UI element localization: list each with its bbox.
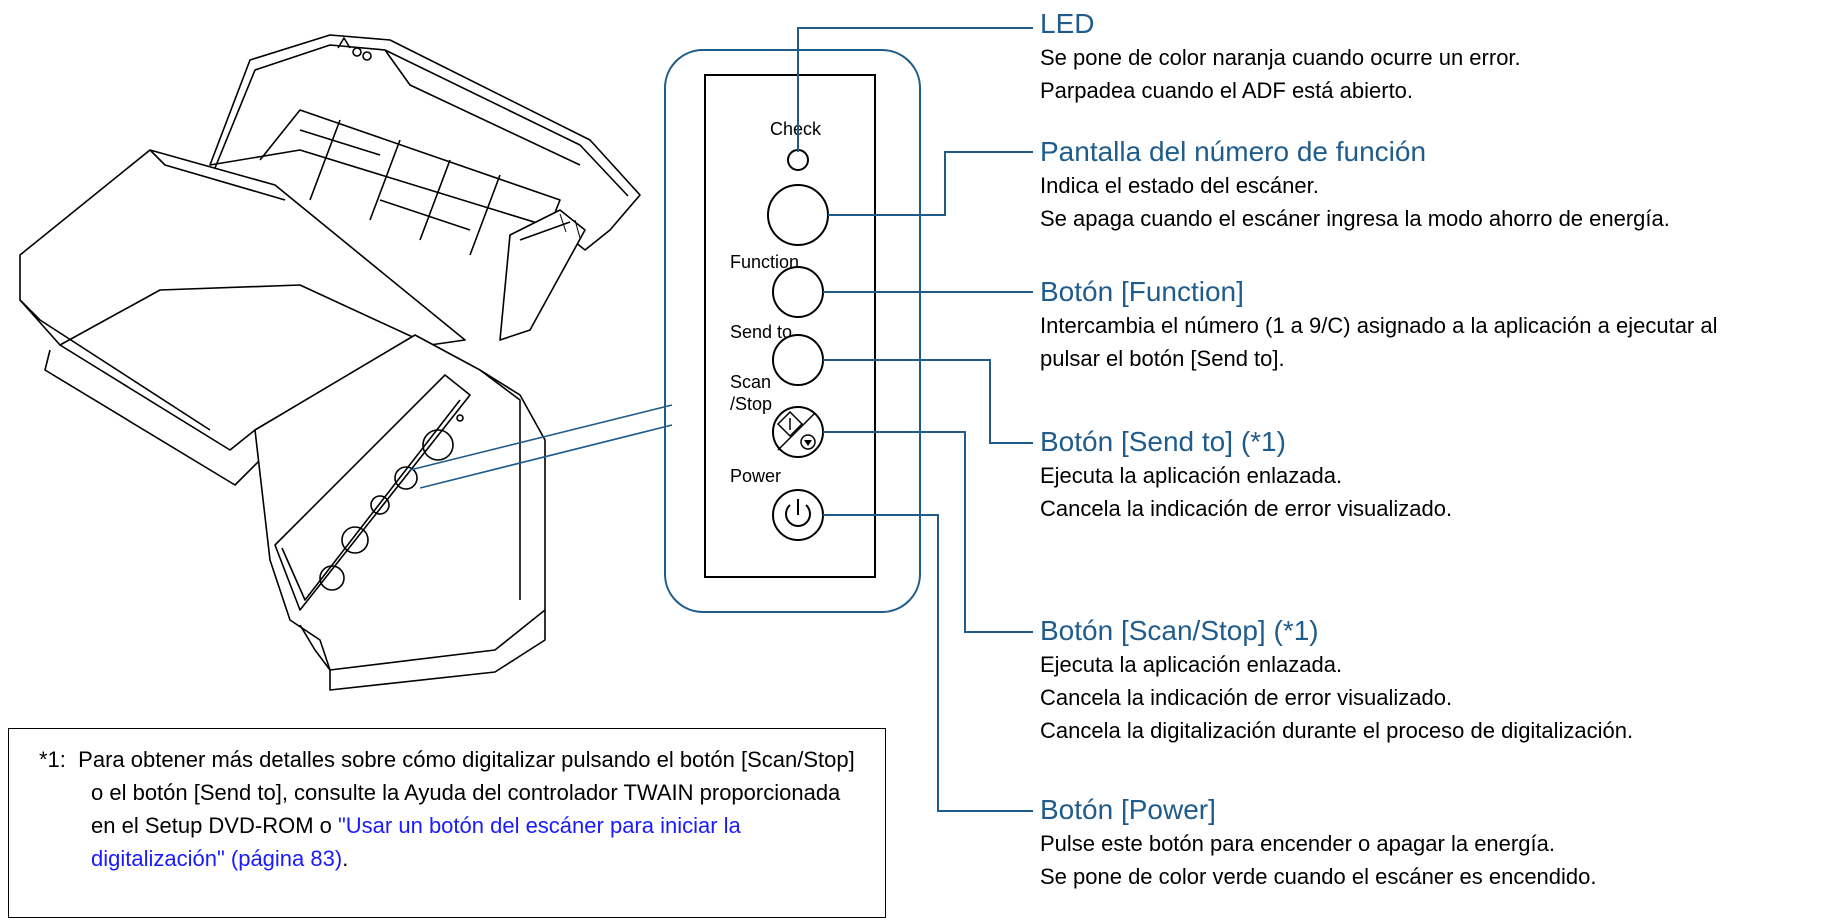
callout-send-to-button: Botón [Send to] (*1) Ejecuta la aplicaci… (1040, 425, 1825, 525)
callout-title: Pantalla del número de función (1040, 136, 1427, 167)
callout-line: Ejecuta la aplicación enlazada. (1040, 652, 1343, 677)
callout-line: Se apaga cuando el escáner ingresa la mo… (1040, 206, 1670, 231)
callout-power-button: Botón [Power] Pulse este botón para ence… (1040, 793, 1825, 893)
callout-title: Botón [Send to] (*1) (1040, 426, 1286, 457)
footnote-marker: *1: (39, 747, 66, 772)
leader-lines (797, 27, 1033, 812)
callout-title: LED (1040, 8, 1095, 39)
callout-line: Intercambia el número (1 a 9/C) asignado… (1040, 313, 1718, 338)
panel-label-stop: /Stop (730, 394, 772, 414)
power-button-icon (772, 489, 824, 541)
footnote-box: *1: Para obtener más detalles sobre cómo… (8, 728, 886, 918)
leader-power (823, 514, 1033, 812)
function-button-icon (772, 266, 824, 318)
panel-outer-frame (664, 49, 921, 613)
callout-line: Indica el estado del escáner. (1040, 173, 1319, 198)
panel-label-function: Function (730, 252, 799, 272)
callout-line: Pulse este botón para encender o apagar … (1040, 831, 1555, 856)
send-to-button-icon (772, 334, 824, 386)
callout-line: Parpadea cuando el ADF está abierto. (1040, 78, 1414, 103)
callout-line: pulsar el botón [Send to]. (1040, 346, 1285, 371)
callout-led: LED Se pone de color naranja cuando ocur… (1040, 7, 1825, 107)
footnote-link[interactable]: "Usar un botón del escáner para iniciar … (91, 813, 741, 871)
footnote-end: . (342, 846, 349, 871)
callout-function-number: Pantalla del número de función Indica el… (1040, 135, 1825, 235)
check-led-icon (787, 149, 809, 171)
callout-title: Botón [Power] (1040, 794, 1216, 825)
callout-line: Se pone de color verde cuando el escáner… (1040, 864, 1597, 889)
leader-function-number (828, 151, 1033, 216)
panel-label-scan: Scan (730, 372, 771, 392)
footnote-text-block: *1: Para obtener más detalles sobre cómo… (39, 743, 863, 875)
callout-title: Botón [Scan/Stop] (*1) (1040, 615, 1319, 646)
callout-function-button: Botón [Function] Intercambia el número (… (1040, 275, 1825, 375)
zoom-connectors (409, 404, 673, 489)
leader-led (797, 27, 1033, 152)
footnote-text: Para obtener más detalles sobre cómo dig… (78, 747, 855, 838)
callout-title: Botón [Function] (1040, 276, 1244, 307)
callout-line: Cancela la indicación de error visualiza… (1040, 496, 1453, 521)
callout-line: Cancela la digitalización durante el pro… (1040, 718, 1634, 743)
callout-line: Se pone de color naranja cuando ocurre u… (1040, 45, 1521, 70)
panel-label-power: Power (730, 466, 781, 486)
callout-line: Ejecuta la aplicación enlazada. (1040, 463, 1343, 488)
callout-line: Cancela la indicación de error visualiza… (1040, 685, 1453, 710)
callout-scan-stop-button: Botón [Scan/Stop] (*1) Ejecuta la aplica… (1040, 614, 1825, 747)
scanner-illustration (19, 34, 641, 691)
leader-scan-stop (823, 431, 1033, 633)
scan-stop-button-icon (772, 406, 824, 458)
function-number-display-icon (767, 184, 829, 246)
leader-send-to (823, 359, 1033, 444)
panel-label-check: Check (770, 119, 822, 139)
panel-label-send-to: Send to (730, 322, 792, 342)
